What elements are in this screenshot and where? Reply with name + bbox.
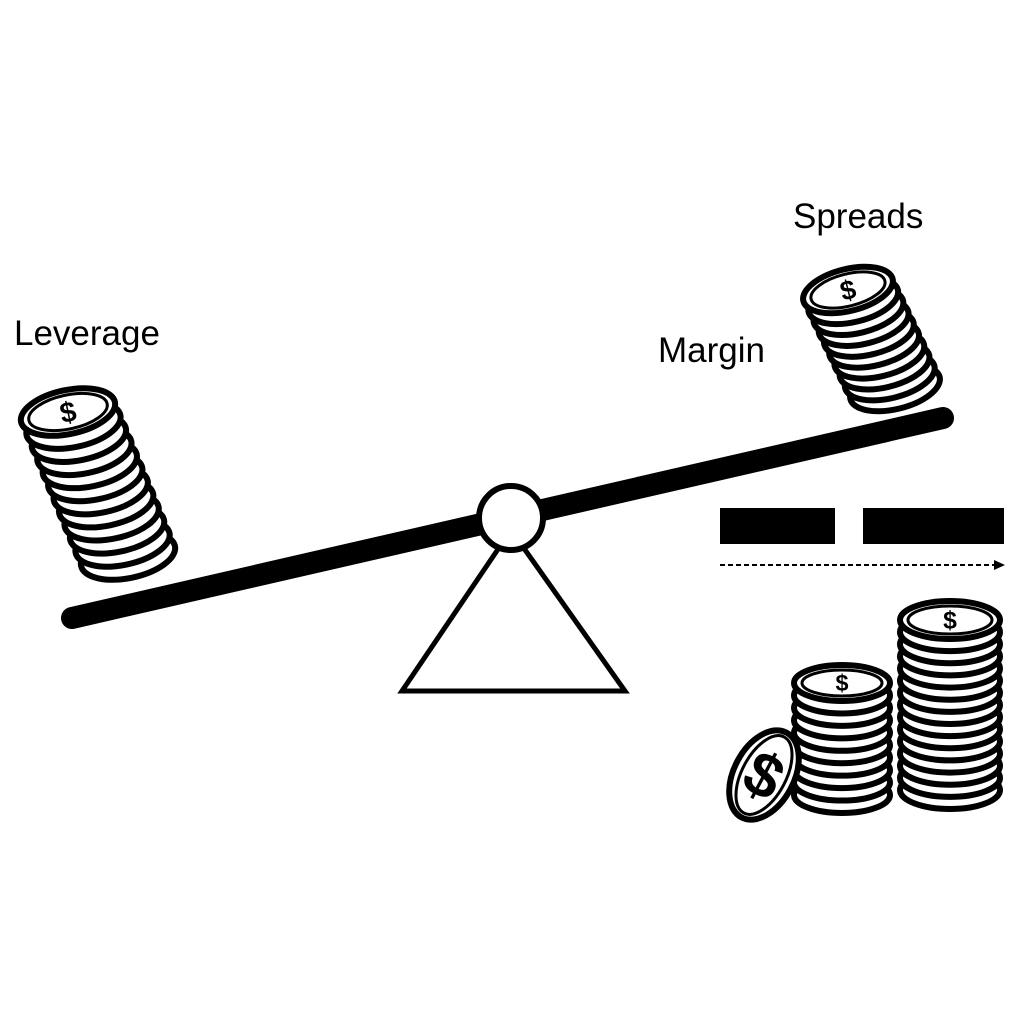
- dollar-icon: $: [837, 273, 859, 307]
- leaning-coin: $: [726, 727, 802, 823]
- arrow-head-icon: [994, 560, 1005, 570]
- coin: $: [897, 598, 1003, 642]
- coin-stack-leverage: $: [17, 385, 179, 583]
- coin-stacks: $ $ $ $ $: [17, 263, 1003, 823]
- coin: $: [791, 662, 893, 704]
- bar-left: [720, 508, 835, 544]
- label-leverage: Leverage: [14, 314, 160, 353]
- dollar-icon: $: [835, 670, 848, 696]
- coin-stack-short: $: [791, 662, 893, 816]
- seesaw-pivot: [476, 483, 546, 553]
- coin-stack-tall: $: [897, 598, 1003, 812]
- dollar-icon: $: [57, 396, 79, 431]
- seesaw-fulcrum-triangle: [397, 525, 630, 694]
- coin: $: [17, 385, 119, 439]
- label-spreads: Spreads: [793, 197, 923, 236]
- label-margin: Margin: [658, 331, 765, 370]
- coin-stack-spreads: $: [800, 263, 943, 415]
- bar-right: [863, 508, 1004, 544]
- dollar-icon: $: [943, 608, 957, 635]
- coin: $: [800, 263, 896, 317]
